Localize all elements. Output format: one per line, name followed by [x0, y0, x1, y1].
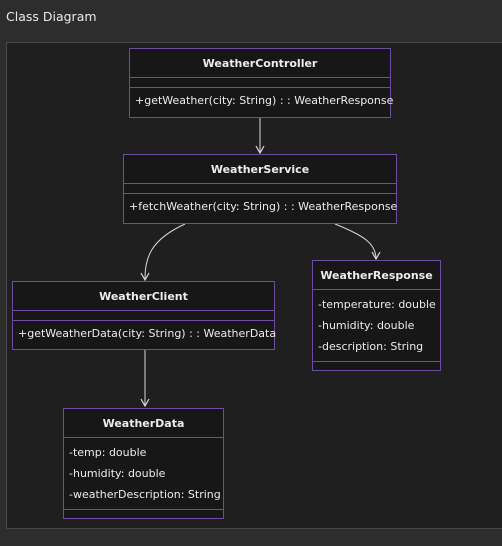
edge-service-to-client: [140, 223, 186, 282]
class-method: +getWeatherData(city: String) : : Weathe…: [18, 327, 277, 340]
class-attributes-section: [13, 311, 274, 321]
class-attribute: -weatherDescription: String: [69, 488, 221, 501]
class-weather-service[interactable]: WeatherService +fetchWeather(city: Strin…: [123, 154, 397, 224]
class-name: WeatherResponse: [313, 261, 440, 290]
page-title: Class Diagram: [6, 9, 97, 24]
class-methods-section: +fetchWeather(city: String) : : WeatherR…: [124, 194, 398, 217]
class-method: +getWeather(city: String) : : WeatherRes…: [135, 94, 394, 107]
class-methods-section: [64, 510, 223, 518]
class-weather-controller[interactable]: WeatherController +getWeather(city: Stri…: [129, 48, 394, 118]
class-name: WeatherController: [130, 49, 390, 78]
class-attribute: -temperature: double: [318, 298, 436, 311]
class-weather-data[interactable]: WeatherData -temp: double -humidity: dou…: [63, 408, 224, 519]
class-name: WeatherClient: [13, 282, 274, 311]
class-attribute: -temp: double: [69, 446, 147, 459]
class-attribute: -humidity: double: [69, 467, 166, 480]
class-name: WeatherData: [64, 409, 223, 438]
class-attributes-section: -temp: double -humidity: double -weather…: [64, 438, 223, 510]
edge-service-to-response: [334, 223, 381, 261]
class-attribute: -humidity: double: [318, 319, 415, 332]
class-methods-section: +getWeatherData(city: String) : : Weathe…: [13, 321, 277, 344]
class-attributes-section: -temperature: double -humidity: double -…: [313, 290, 440, 362]
class-attributes-section: [130, 78, 390, 88]
class-methods-section: +getWeather(city: String) : : WeatherRes…: [130, 88, 394, 111]
class-methods-section: [313, 362, 440, 370]
class-attribute: -description: String: [318, 340, 424, 353]
class-weather-client[interactable]: WeatherClient +getWeatherData(city: Stri…: [12, 281, 277, 350]
class-name: WeatherService: [124, 155, 396, 184]
class-method: +fetchWeather(city: String) : : WeatherR…: [129, 200, 398, 213]
class-weather-response[interactable]: WeatherResponse -temperature: double -hu…: [312, 260, 441, 371]
class-attributes-section: [124, 184, 396, 194]
